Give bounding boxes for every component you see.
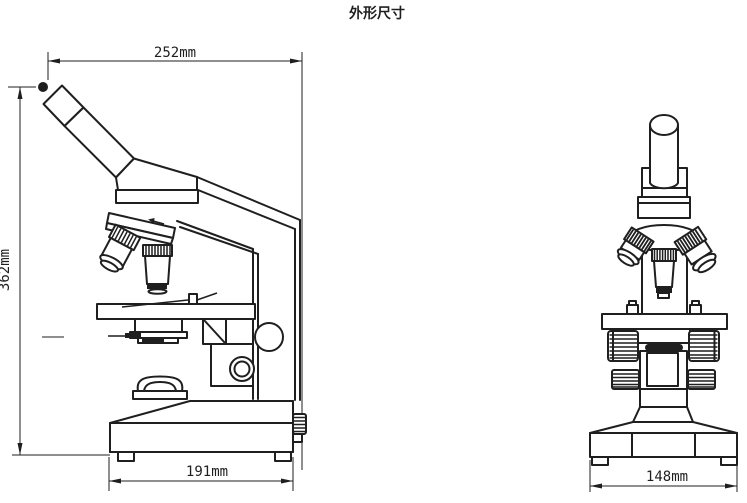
base — [109, 400, 307, 462]
dim-arrow-left — [109, 478, 121, 484]
foot-right — [720, 456, 738, 466]
dim-base-width-front: 148mm — [589, 460, 738, 492]
fine-focus-knobs — [611, 369, 716, 390]
lever-handle — [125, 333, 141, 338]
power-knob — [292, 413, 307, 443]
dim-overall-width-label: 252mm — [154, 45, 196, 61]
condenser-front — [639, 344, 688, 408]
reference-dot — [38, 82, 48, 92]
dim-arrow-left — [590, 483, 602, 489]
lamp — [132, 375, 188, 400]
dim-arrow-right — [290, 58, 302, 64]
index-arrow — [148, 218, 155, 224]
slide-clip — [188, 293, 198, 305]
coarse-focus-knob — [254, 322, 284, 352]
page-title: 外形尺寸 — [349, 5, 405, 22]
objective-angled — [99, 223, 142, 273]
clip-spring — [196, 292, 218, 301]
dim-arrow-down — [17, 443, 23, 455]
dim-overall-height: 362mm — [0, 86, 110, 456]
eyepiece-tube — [42, 84, 135, 179]
dim-arrow-up — [17, 87, 23, 99]
coarse-focus-knobs — [607, 330, 720, 362]
fine-focus-knob — [229, 356, 255, 382]
slide-edge — [121, 299, 189, 308]
objective-right — [673, 225, 717, 274]
dim-base-width-side-label: 191mm — [186, 464, 228, 480]
pillar — [632, 406, 694, 423]
objective-left — [616, 226, 655, 267]
objective-center — [651, 248, 677, 299]
dim-arrow-right — [725, 483, 737, 489]
stage-clips — [626, 300, 702, 315]
dim-base-width-side: 191mm — [108, 457, 294, 491]
dim-arrow-left — [48, 58, 60, 64]
foot-left — [117, 451, 135, 462]
dim-overall-height-label: 362mm — [0, 249, 13, 291]
condenser — [42, 318, 188, 344]
front-view: 148mm — [589, 114, 738, 492]
base-front — [589, 421, 738, 466]
stage — [96, 292, 256, 320]
dim-overall-width: 252mm — [47, 45, 303, 470]
viewing-head — [115, 157, 199, 204]
ocular-tube — [63, 106, 135, 179]
foot-right — [274, 451, 292, 462]
objective-vertical — [142, 244, 173, 295]
index-mark — [152, 220, 165, 225]
dim-base-width-front-label: 148mm — [646, 469, 688, 485]
foot-left — [591, 456, 609, 466]
side-view: 252mm 362mm — [0, 45, 307, 491]
stage-front — [601, 313, 728, 330]
dim-arrow-right — [281, 478, 293, 484]
eyepiece-tube-front — [649, 114, 679, 190]
